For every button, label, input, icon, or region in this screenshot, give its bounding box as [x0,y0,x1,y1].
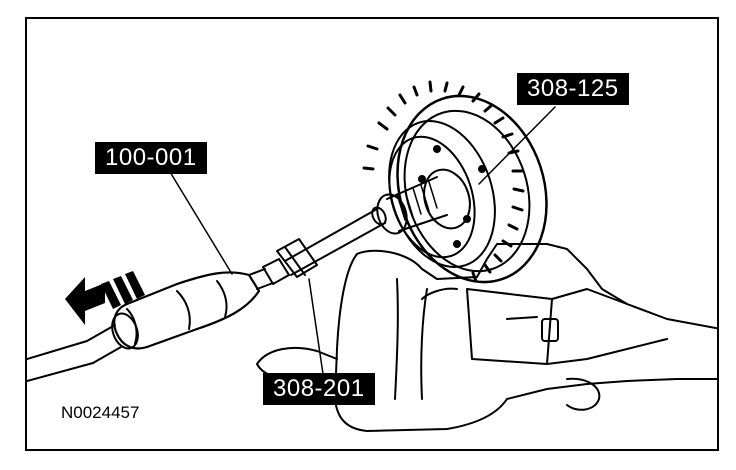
callout-308-125: 308-125 [517,73,629,105]
illustration-frame: 308-125 100-001 308-201 N0024457 [25,17,719,451]
adapter-308-201 [248,238,318,290]
forcing-screw [284,206,387,276]
slide-hammer-handle [27,271,261,382]
puller-illustration [27,80,717,432]
leader-lines [166,106,556,375]
puller-collar [376,168,471,235]
callout-308-201: 308-201 [263,373,375,405]
callout-100-001: 100-001 [95,142,207,174]
timing-gear [362,80,548,284]
figure-id: N0024457 [61,403,140,422]
pull-direction-arrows [65,271,145,325]
vise-base [256,243,717,432]
